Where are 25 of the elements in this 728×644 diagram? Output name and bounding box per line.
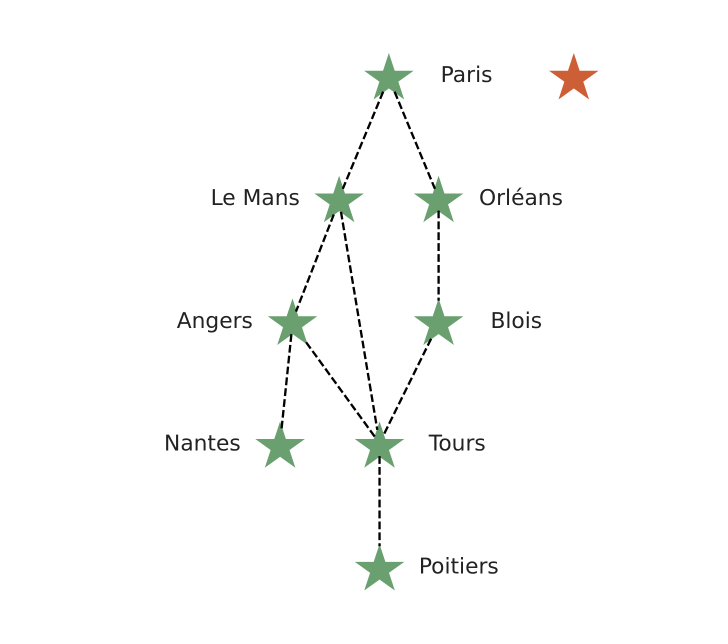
connector (342, 91, 384, 190)
node-label: Paris (440, 63, 492, 88)
node-label: Tours (428, 432, 486, 457)
node-label: Le Mans (210, 186, 300, 211)
node-label: Orléans (479, 186, 563, 211)
connector (382, 338, 432, 436)
node-flower (354, 421, 404, 468)
node-flower (255, 421, 305, 468)
node-flower (549, 52, 599, 100)
node-flower (314, 176, 364, 222)
connector (305, 342, 376, 438)
node-flower (354, 544, 404, 591)
connector (340, 212, 378, 430)
node-flower (414, 298, 464, 345)
node-label: Poitiers (418, 554, 499, 580)
node-label: Blois (490, 308, 542, 334)
connector (280, 334, 293, 429)
node-flower (414, 176, 464, 222)
node-flower (364, 52, 414, 100)
connector (294, 214, 335, 312)
node-label: Nantes (164, 432, 241, 457)
node-flower (268, 298, 318, 345)
node-label: Angers (176, 308, 253, 334)
connector (394, 91, 436, 190)
connector (378, 456, 381, 546)
